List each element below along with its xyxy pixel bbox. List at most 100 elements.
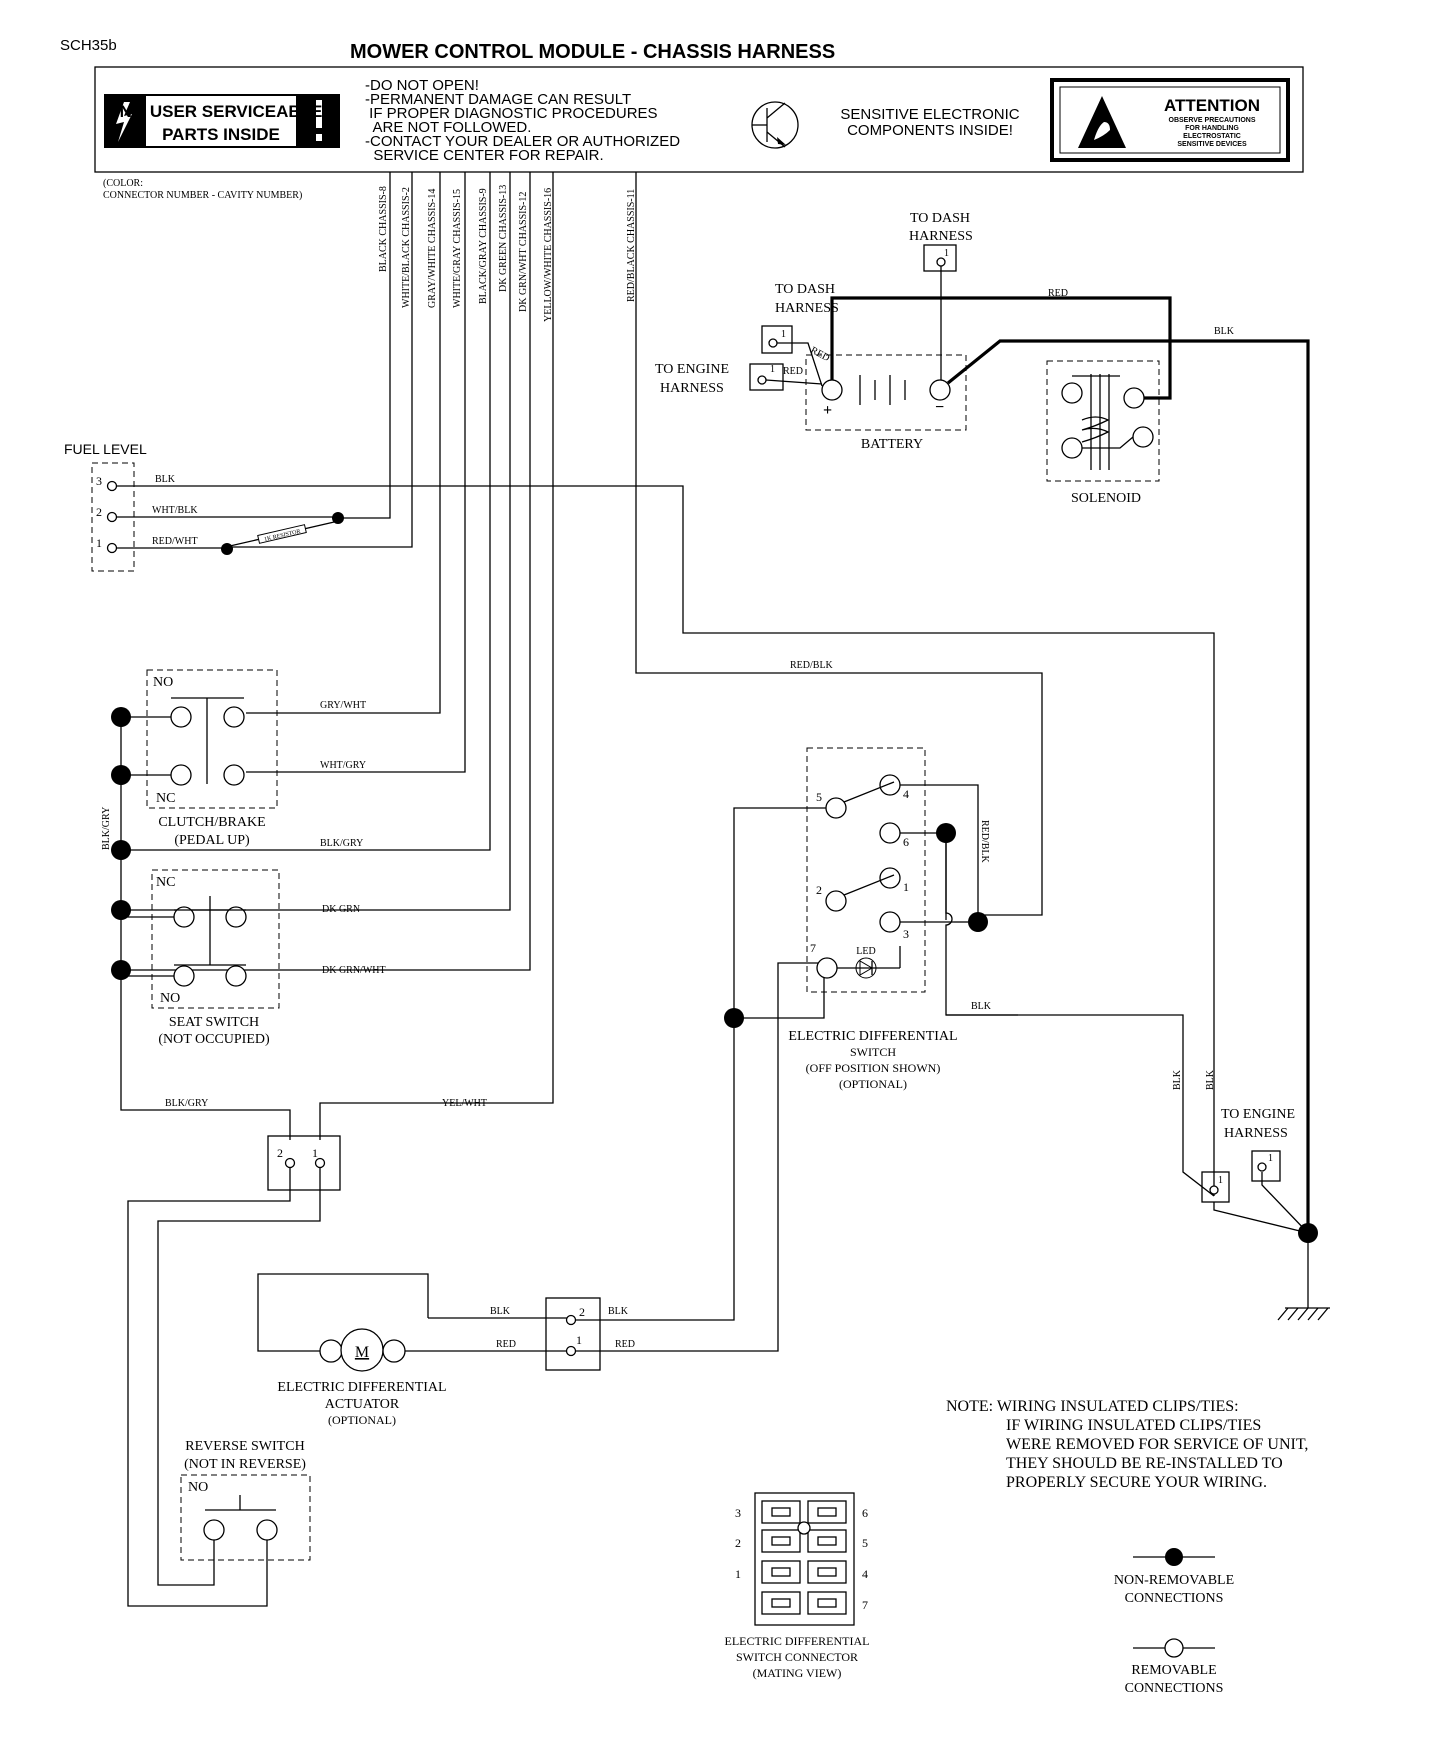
- junction-dot: [332, 512, 344, 524]
- electric-differential-switch: [806, 747, 926, 993]
- svg-text:3: 3: [735, 1506, 741, 1520]
- svg-text:FOR HANDLING: FOR HANDLING: [1185, 125, 1239, 132]
- harness-wires: [121, 172, 1043, 1140]
- dash-harness-connector: [761, 325, 793, 354]
- legend: NON-REMOVABLE CONNECTIONS REMOVABLE CONN…: [1114, 1548, 1234, 1696]
- svg-text:NO: NO: [153, 675, 173, 690]
- svg-text:IF WIRING INSULATED CLIPS/TIES: IF WIRING INSULATED CLIPS/TIES: [1006, 1417, 1261, 1434]
- svg-text:BATTERY: BATTERY: [861, 437, 923, 452]
- fuel-blk-wire: [117, 485, 1215, 1196]
- svg-text:5: 5: [816, 790, 822, 804]
- svg-text:THEY SHOULD BE RE-INSTALLED TO: THEY SHOULD BE RE-INSTALLED TO: [1006, 1455, 1283, 1472]
- reverse-switch-connector: [267, 1135, 341, 1191]
- svg-text:BLK: BLK: [1205, 1069, 1216, 1090]
- exclamation-icon: [316, 100, 322, 128]
- doc-code: SCH35b: [60, 37, 117, 54]
- battery-negative-terminal: [929, 379, 951, 401]
- service-note: NOTE: WIRING INSULATED CLIPS/TIES: IF WI…: [946, 1398, 1308, 1491]
- junction-dot: [111, 765, 131, 785]
- svg-text:HARNESS: HARNESS: [775, 301, 839, 316]
- svg-text:3: 3: [903, 927, 909, 941]
- to-dash-harness-1: TO DASH: [775, 282, 835, 297]
- svg-text:5: 5: [862, 1536, 868, 1550]
- svg-text:NOTE: WIRING INSULATED CLIPS/T: NOTE: WIRING INSULATED CLIPS/TIES:: [946, 1398, 1239, 1415]
- svg-text:3: 3: [96, 474, 102, 488]
- svg-text:-PERMANENT DAMAGE CAN RESULT: -PERMANENT DAMAGE CAN RESULT: [365, 91, 631, 108]
- svg-text:IF PROPER DIAGNOSTIC PROCEDURE: IF PROPER DIAGNOSTIC PROCEDURES: [365, 105, 658, 122]
- svg-text:(MATING VIEW): (MATING VIEW): [753, 1666, 842, 1680]
- svg-text:LED: LED: [856, 946, 875, 957]
- removable-connection-icon: [1164, 1638, 1184, 1658]
- svg-text:DK GRN: DK GRN: [322, 904, 360, 915]
- engine-harness-connector-3: [1251, 1150, 1281, 1182]
- wire-label-white-black-chassis-2: WHITE/BLACK CHASSIS-2: [401, 187, 412, 308]
- svg-text:1: 1: [770, 364, 775, 375]
- warning-text: -DO NOT OPEN! -PERMANENT DAMAGE CAN RESU…: [365, 77, 680, 164]
- svg-text:REVERSE SWITCH: REVERSE SWITCH: [185, 1439, 304, 1454]
- wire-label-gray-white-chassis-14: GRAY/WHITE CHASSIS-14: [427, 189, 438, 308]
- dash-harness-connector-2: [923, 244, 957, 272]
- electric-differential-switch-connector: 3 2 1 6 5 4 7: [735, 1492, 868, 1626]
- svg-text:SOLENOID: SOLENOID: [1071, 491, 1141, 506]
- svg-text:2: 2: [735, 1536, 741, 1550]
- svg-text:(OPTIONAL): (OPTIONAL): [839, 1077, 907, 1091]
- svg-text:BLK: BLK: [490, 1306, 511, 1317]
- led-indicator: LED: [837, 946, 901, 979]
- esd-warning-icon: [1078, 96, 1126, 148]
- svg-text:BLK: BLK: [1172, 1069, 1183, 1090]
- sensitive-text-1: SENSITIVE ELECTRONIC: [840, 106, 1019, 123]
- svg-text:NON-REMOVABLE: NON-REMOVABLE: [1114, 1573, 1234, 1588]
- svg-text:YEL/WHT: YEL/WHT: [442, 1098, 487, 1109]
- harness-wire-labels: BLACK CHASSIS-8 WHITE/BLACK CHASSIS-2 GR…: [378, 185, 637, 322]
- svg-text:CONNECTIONS: CONNECTIONS: [1125, 1591, 1224, 1606]
- svg-text:1: 1: [576, 1333, 582, 1347]
- svg-text:-DO NOT OPEN!: -DO NOT OPEN!: [365, 77, 479, 94]
- lightning-icon: [116, 102, 132, 142]
- svg-text:BLK: BLK: [971, 1001, 992, 1012]
- svg-text:HARNESS: HARNESS: [1224, 1126, 1288, 1141]
- junction-dot: [936, 823, 956, 843]
- svg-text:(NOT IN REVERSE): (NOT IN REVERSE): [184, 1457, 306, 1472]
- svg-text:PARTS INSIDE: PARTS INSIDE: [162, 125, 280, 144]
- svg-text:REMOVABLE: REMOVABLE: [1131, 1663, 1216, 1678]
- motor-icon: M: [355, 1344, 369, 1361]
- svg-text:RED: RED: [1048, 288, 1068, 299]
- svg-text:NO: NO: [160, 991, 180, 1006]
- color-legend-line2: CONNECTOR NUMBER - CAVITY NUMBER): [103, 190, 302, 201]
- no-user-serviceable-plate: NO USER SERVICEABLE PARTS INSIDE: [104, 94, 340, 148]
- seat-switch: [151, 869, 280, 1009]
- svg-text:RED/WHT: RED/WHT: [152, 536, 198, 547]
- svg-text:1: 1: [781, 329, 786, 340]
- electric-differential-actuator: M: [257, 1273, 567, 1372]
- svg-text:NC: NC: [156, 791, 175, 806]
- svg-text:PROPERLY SECURE YOUR WIRING.: PROPERLY SECURE YOUR WIRING.: [1006, 1474, 1267, 1491]
- warning-banner: [94, 66, 1304, 173]
- transistor-icon: [751, 101, 799, 149]
- svg-text:NC: NC: [156, 875, 175, 890]
- engine-harness-connector: [749, 363, 784, 391]
- svg-text:1: 1: [903, 880, 909, 894]
- svg-text:RED: RED: [615, 1339, 635, 1350]
- svg-text:ELECTRIC DIFFERENTIAL: ELECTRIC DIFFERENTIAL: [725, 1634, 870, 1648]
- svg-text:4: 4: [862, 1567, 868, 1581]
- engine-harness-connector-2: [1201, 1171, 1230, 1203]
- svg-text:WHT/BLK: WHT/BLK: [152, 505, 198, 516]
- svg-text:4: 4: [903, 787, 909, 801]
- svg-text:SWITCH: SWITCH: [850, 1045, 896, 1059]
- svg-text:BLK: BLK: [608, 1306, 629, 1317]
- svg-text:RED/BLK: RED/BLK: [790, 660, 834, 671]
- svg-text:RED: RED: [809, 345, 832, 364]
- heavy-blk-cable: [946, 339, 1310, 1233]
- svg-text:ACTUATOR: ACTUATOR: [325, 1397, 400, 1412]
- svg-text:6: 6: [862, 1506, 868, 1520]
- svg-text:ELECTRIC DIFFERENTIAL: ELECTRIC DIFFERENTIAL: [788, 1029, 957, 1044]
- non-removable-connection-icon: [1165, 1548, 1183, 1566]
- svg-text:DK GRN/WHT: DK GRN/WHT: [322, 965, 386, 976]
- svg-text:ATTENTION: ATTENTION: [1164, 96, 1260, 115]
- svg-text:+: +: [823, 402, 832, 419]
- svg-text:1: 1: [735, 1567, 741, 1581]
- svg-text:SWITCH CONNECTOR: SWITCH CONNECTOR: [736, 1650, 858, 1664]
- junction-dot: [111, 900, 131, 920]
- svg-text:BLK/GRY: BLK/GRY: [101, 807, 112, 850]
